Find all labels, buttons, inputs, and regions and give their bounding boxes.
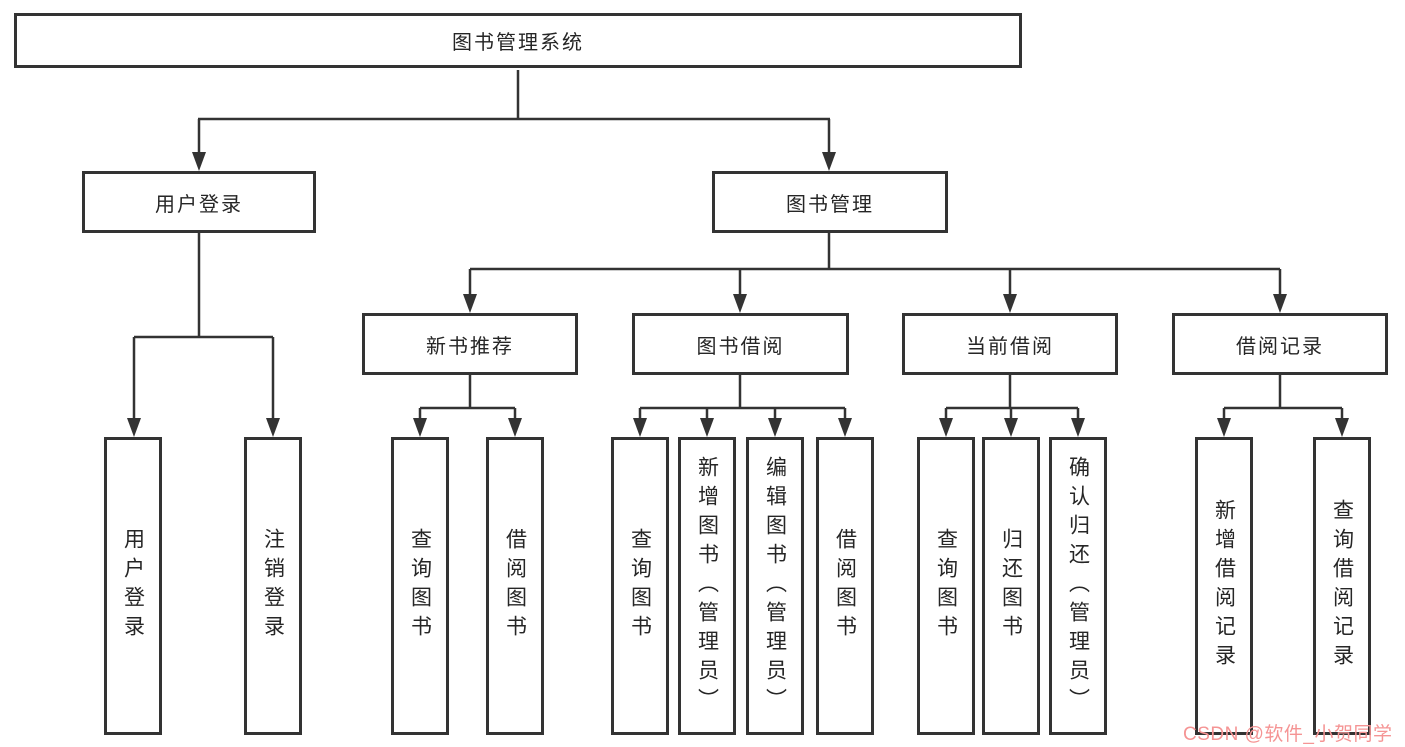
node-label: 查询借阅记录 [1330, 499, 1354, 673]
leaf-return-books: 归还图书 [982, 437, 1040, 735]
node-label: 用户登录 [121, 528, 145, 644]
node-label: 当前借阅 [966, 335, 1054, 358]
leaf-edit-books-admin: 编辑图书（管理员） [746, 437, 804, 735]
leaf-add-books-admin: 新增图书（管理员） [678, 437, 736, 735]
node-label: 确认归还（管理员） [1066, 455, 1090, 717]
node-root-library-management-system: 图书管理系统 [14, 13, 1022, 68]
node-new-book-recommendation: 新书推荐 [362, 313, 578, 375]
leaf-borrow-books: 借阅图书 [816, 437, 874, 735]
node-label: 归还图书 [999, 528, 1023, 644]
node-label: 借阅记录 [1236, 335, 1324, 358]
node-label: 查询图书 [628, 528, 652, 644]
node-label: 注销登录 [261, 528, 285, 644]
leaf-add-borrow-record: 新增借阅记录 [1195, 437, 1253, 735]
arrowheads [127, 152, 1349, 437]
node-label: 新增借阅记录 [1212, 499, 1236, 673]
node-label: 图书管理系统 [452, 32, 584, 54]
leaf-logout: 注销登录 [244, 437, 302, 735]
node-label: 图书借阅 [696, 335, 785, 358]
node-label: 用户登录 [155, 193, 243, 216]
leaf-user-login: 用户登录 [104, 437, 162, 735]
leaf-search-borrow-record: 查询借阅记录 [1313, 437, 1371, 735]
node-label: 编辑图书（管理员） [763, 455, 787, 717]
node-label: 查询图书 [934, 528, 958, 644]
node-label: 新增图书（管理员） [695, 455, 719, 717]
node-label: 借阅图书 [833, 528, 857, 644]
node-borrowing-records: 借阅记录 [1172, 313, 1388, 375]
leaf-search-books-current: 查询图书 [917, 437, 975, 735]
leaf-search-books-borrowing: 查询图书 [611, 437, 669, 735]
node-user-login-branch: 用户登录 [82, 171, 316, 233]
node-label: 新书推荐 [426, 335, 514, 358]
leaf-confirm-return-admin: 确认归还（管理员） [1049, 437, 1107, 735]
node-label: 查询图书 [408, 528, 432, 644]
csdn-watermark: CSDN @软件_小贺同学 [1183, 724, 1393, 745]
node-book-management-branch: 图书管理 [712, 171, 948, 233]
node-current-borrowing: 当前借阅 [902, 313, 1118, 375]
node-label: 借阅图书 [503, 528, 527, 644]
leaf-borrow-books-recommend: 借阅图书 [486, 437, 544, 735]
leaf-search-books-recommend: 查询图书 [391, 437, 449, 735]
node-label: 图书管理 [786, 193, 874, 216]
node-book-borrowing: 图书借阅 [632, 313, 849, 375]
